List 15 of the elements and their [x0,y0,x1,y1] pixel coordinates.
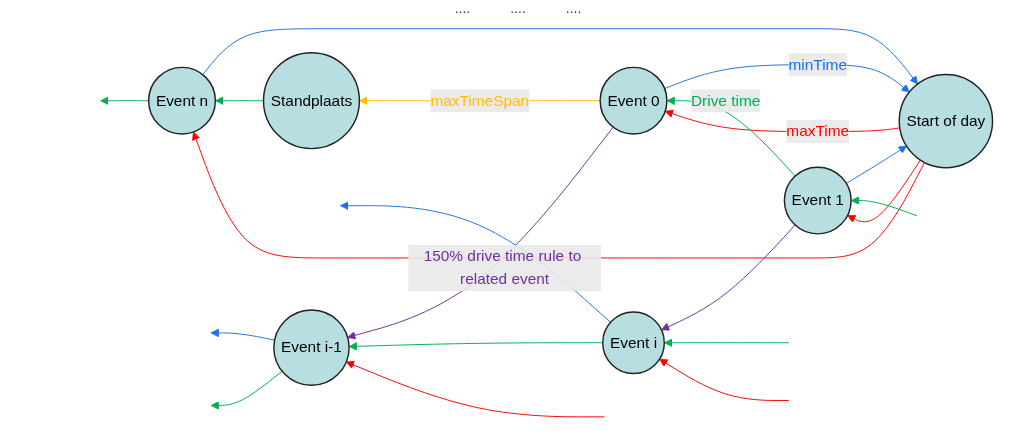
node-circle: Event i-1 [273,309,351,386]
node-circle: Standplaats [263,52,361,150]
node-circle: Event 1 [784,166,853,235]
node-circle: Event i [602,311,666,375]
edge-label: maxTimeSpan [430,92,530,109]
edge-label: 150% drive time rule to related event [424,247,582,288]
ellipsis-note: .... [454,0,471,18]
ellipsis-note: .... [510,0,526,18]
edge-label: maxTime [786,122,850,140]
ellipsis-note: .... [565,0,582,18]
node-circle: Event n [148,66,217,135]
edge-label: minTime [788,56,848,73]
node-circle: Event 0 [599,66,668,135]
edge-label: Drive time [691,92,761,109]
node-circle: Start of day [898,73,994,169]
